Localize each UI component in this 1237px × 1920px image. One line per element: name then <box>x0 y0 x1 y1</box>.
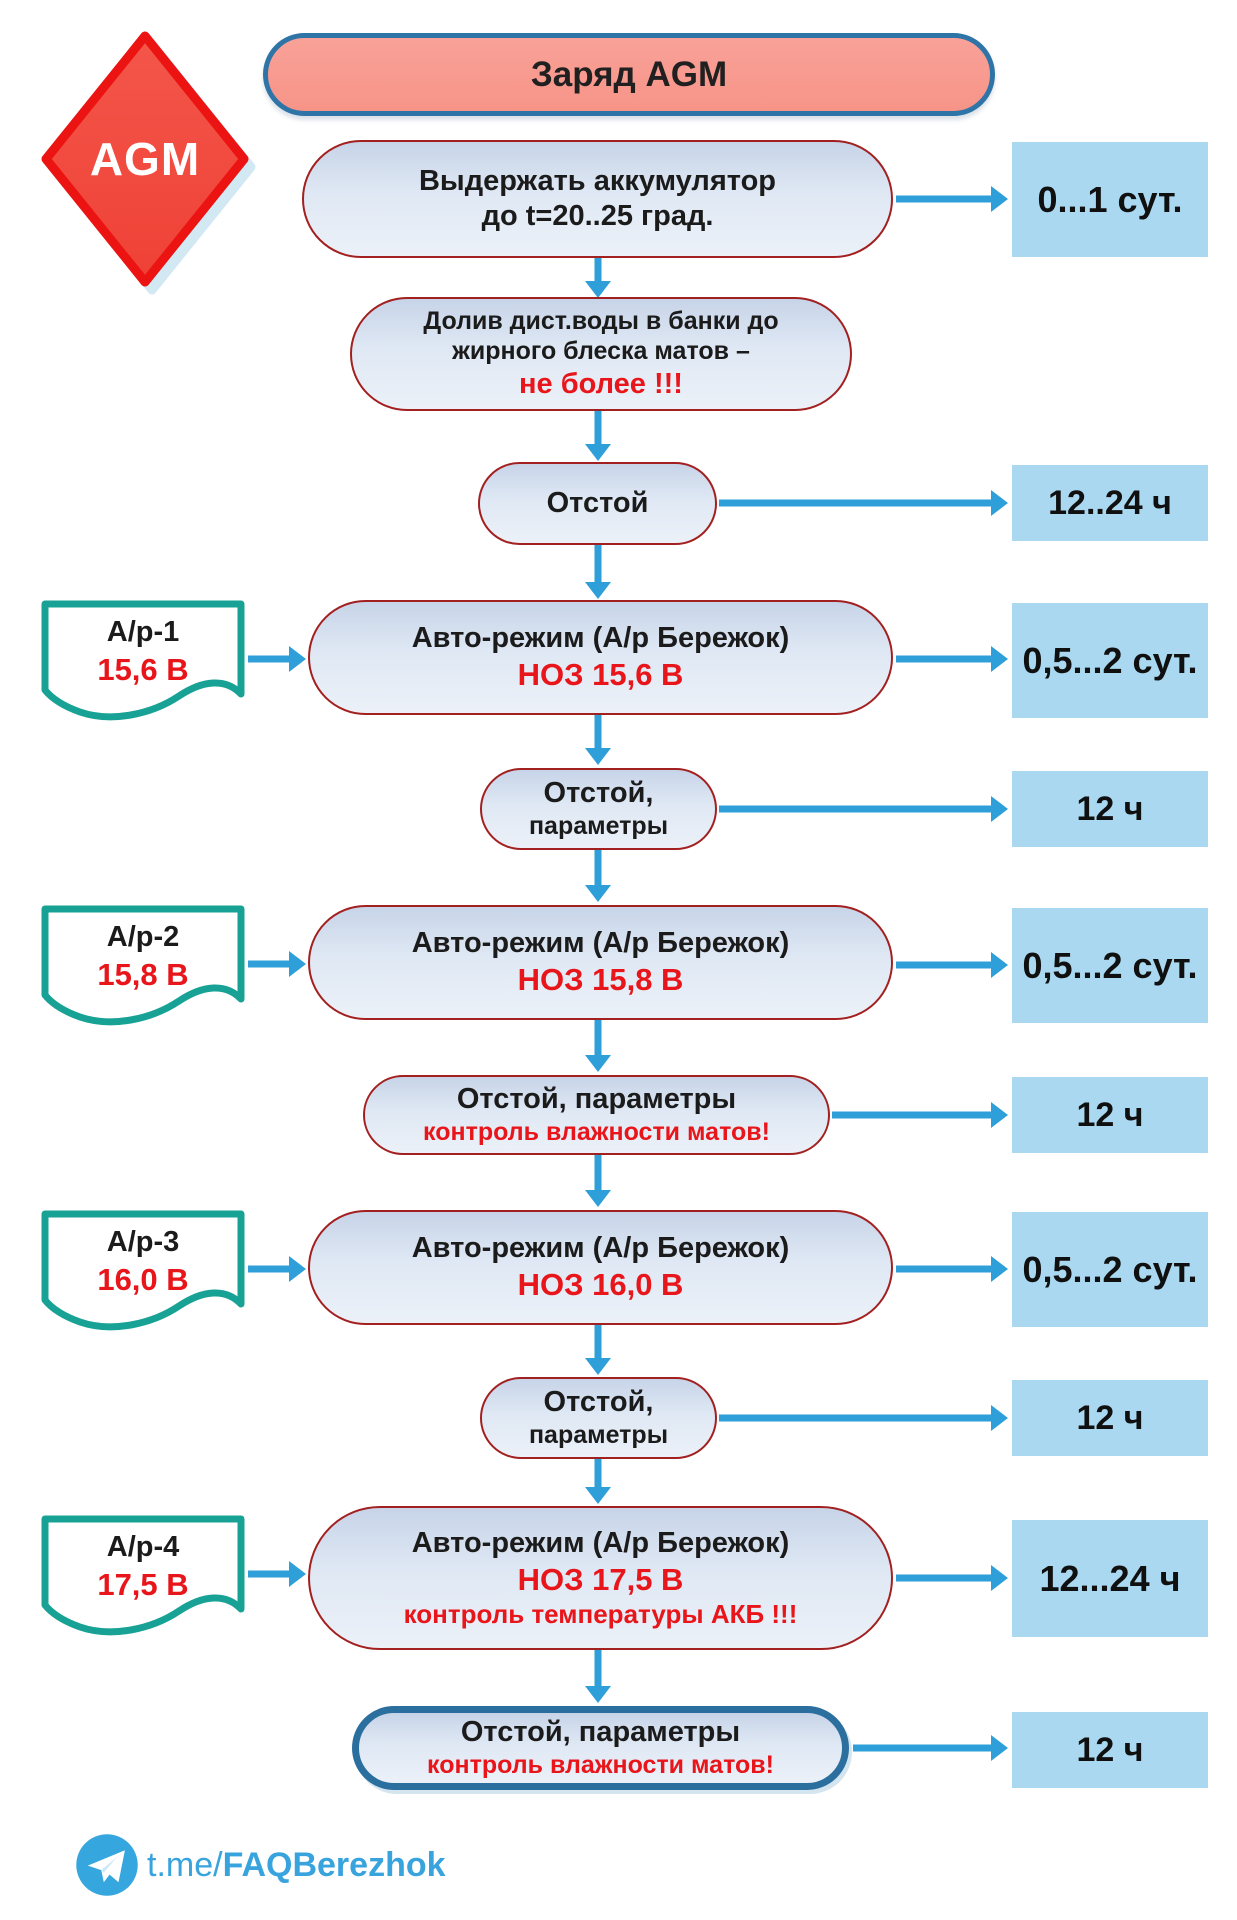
step-text: Отстой, <box>543 777 654 810</box>
arrow-down-icon <box>585 715 611 765</box>
step-text: Долив дист.воды в банки до <box>423 306 779 335</box>
arrow-right-icon <box>853 1735 1008 1761</box>
duration-box-4: 12 ч <box>1012 771 1208 847</box>
step-voltage-text: НОЗ 15,6 В <box>517 657 684 693</box>
duration-box-2: 12..24 ч <box>1012 465 1208 541</box>
step-text: Авто-режим (А/р Бережок) <box>411 926 790 959</box>
doc-voltage: 17,5 В <box>97 1567 189 1603</box>
page-title: Заряд AGM <box>263 33 995 116</box>
step-text: параметры <box>528 812 669 841</box>
duration-box-10: 12 ч <box>1012 1712 1208 1788</box>
step-text: Отстой, параметры <box>456 1083 737 1116</box>
step-text: Авто-режим (А/р Бережок) <box>411 1526 790 1559</box>
step-text: Отстой <box>546 486 649 519</box>
diamond-icon <box>41 31 249 287</box>
arrow-down-icon <box>585 1650 611 1703</box>
arrow-right-icon <box>896 1256 1008 1282</box>
step-auto-mode-4: Авто-режим (А/р Бережок) НОЗ 17,5 В конт… <box>308 1506 893 1650</box>
footer-handle-prefix: t.me/ <box>147 1845 223 1884</box>
step-rest-1: Отстой <box>478 462 717 545</box>
doc-voltage: 16,0 В <box>97 1262 189 1298</box>
duration-box-6: 12 ч <box>1012 1077 1208 1153</box>
doc-name: А/р-4 <box>106 1530 180 1563</box>
step-warning-text: контроль температуры АКБ !!! <box>403 1598 798 1629</box>
telegram-icon <box>76 1834 138 1896</box>
arrow-down-icon <box>585 1459 611 1504</box>
step-auto-mode-3: Авто-режим (А/р Бережок) НОЗ 16,0 В <box>308 1210 893 1325</box>
arrow-right-icon <box>248 646 306 672</box>
arrow-right-icon <box>719 490 1008 516</box>
arrow-right-icon <box>896 1565 1008 1591</box>
step-voltage-text: НОЗ 15,8 В <box>517 962 684 998</box>
arrow-down-icon <box>585 1325 611 1375</box>
step-rest-2: Отстой, параметры <box>480 768 717 850</box>
arrow-right-icon <box>719 1405 1008 1431</box>
duration-box-8: 12 ч <box>1012 1380 1208 1456</box>
step-text: жирного блеска матов – <box>452 337 750 366</box>
arrow-down-icon <box>585 545 611 599</box>
arrow-right-icon <box>896 952 1008 978</box>
footer-telegram-link[interactable]: t.me/FAQBerezhok <box>75 1833 446 1897</box>
duration-box-1: 0...1 сут. <box>1012 142 1208 257</box>
doc-ap4: А/р-4 17,5 В <box>40 1512 246 1636</box>
doc-ap1: А/р-1 15,6 В <box>40 597 246 721</box>
arrow-down-icon <box>585 258 611 298</box>
doc-ap2: А/р-2 15,8 В <box>40 902 246 1026</box>
step-warning-text: контроль влажности матов! <box>423 1118 770 1147</box>
step-auto-mode-1: Авто-режим (А/р Бережок) НОЗ 15,6 В <box>308 600 893 715</box>
doc-voltage: 15,6 В <box>97 652 189 688</box>
footer-handle-name: FAQBerezhok <box>222 1845 446 1884</box>
doc-name: А/р-3 <box>106 1225 180 1258</box>
step-text: параметры <box>528 1421 669 1450</box>
arrow-right-icon <box>719 796 1008 822</box>
arrow-down-icon <box>585 850 611 902</box>
agm-badge-label: AGM <box>89 133 201 185</box>
step-rest-3: Отстой, параметры контроль влажности мат… <box>363 1075 830 1155</box>
duration-box-9: 12...24 ч <box>1012 1520 1208 1637</box>
step-voltage-text: НОЗ 17,5 В <box>517 1561 684 1597</box>
arrow-right-icon <box>896 646 1008 672</box>
step-hold-temperature: Выдержать аккумулятор до t=20..25 град. <box>302 140 893 258</box>
agm-diamond-badge: AGM <box>40 30 250 288</box>
arrow-down-icon <box>585 1020 611 1072</box>
step-text: Отстой, <box>543 1386 654 1419</box>
doc-name: А/р-2 <box>106 920 180 953</box>
step-text: Авто-режим (А/р Бережок) <box>411 621 790 654</box>
arrow-right-icon <box>832 1102 1008 1128</box>
arrow-right-icon <box>248 1256 306 1282</box>
arrow-down-icon <box>585 411 611 461</box>
step-rest-final: Отстой, параметры контроль влажности мат… <box>352 1706 849 1790</box>
step-auto-mode-2: Авто-режим (А/р Бережок) НОЗ 15,8 В <box>308 905 893 1020</box>
step-warning-text: контроль влажности матов! <box>427 1751 774 1780</box>
step-warning-text: не более !!! <box>519 367 683 400</box>
step-text: Выдержать аккумулятор <box>418 164 777 197</box>
step-voltage-text: НОЗ 16,0 В <box>517 1267 684 1303</box>
duration-box-3: 0,5...2 сут. <box>1012 603 1208 718</box>
arrow-right-icon <box>248 951 306 977</box>
arrow-right-icon <box>896 186 1008 212</box>
doc-voltage: 15,8 В <box>97 957 189 993</box>
duration-box-7: 0,5...2 сут. <box>1012 1212 1208 1327</box>
footer-handle: t.me/FAQBerezhok <box>147 1846 446 1885</box>
step-text: Авто-режим (А/р Бережок) <box>411 1231 790 1264</box>
step-text: до t=20..25 град. <box>481 200 714 232</box>
arrow-down-icon <box>585 1155 611 1207</box>
arrow-right-icon <box>248 1561 306 1587</box>
step-text: Отстой, параметры <box>460 1716 741 1749</box>
doc-name: А/р-1 <box>106 615 180 648</box>
step-refill-water: Долив дист.воды в банки до жирного блеск… <box>350 297 852 411</box>
doc-ap3: А/р-3 16,0 В <box>40 1207 246 1331</box>
step-rest-4: Отстой, параметры <box>480 1377 717 1459</box>
duration-box-5: 0,5...2 сут. <box>1012 908 1208 1023</box>
